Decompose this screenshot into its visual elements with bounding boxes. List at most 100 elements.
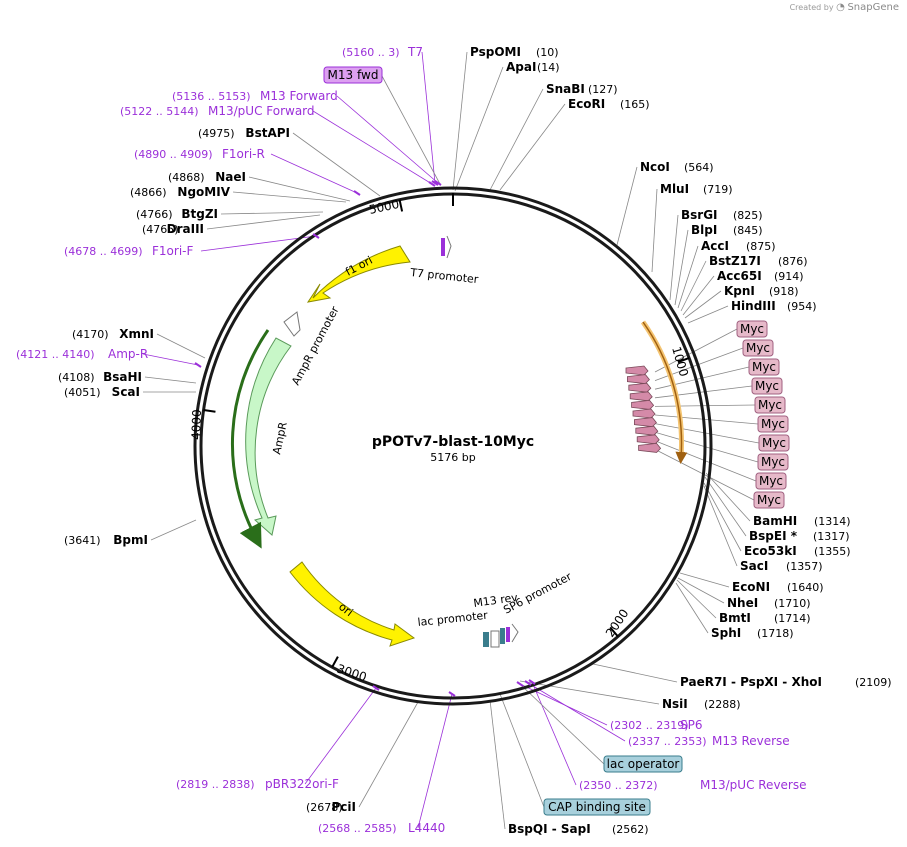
connector-draiii <box>206 214 321 230</box>
site-name-draiii[interactable]: DraIII <box>167 222 204 236</box>
site-name-hindiii[interactable]: HindIII <box>731 299 776 313</box>
site-pos-bsahi: (4108) <box>58 371 95 384</box>
site-name-xmni[interactable]: XmnI <box>119 327 154 341</box>
site-pos-blpi: (845) <box>733 224 763 237</box>
site-name-blpi[interactable]: BlpI <box>691 223 717 237</box>
site-name-btgzi[interactable]: BtgZI <box>181 207 218 221</box>
connector-blpi <box>674 229 689 306</box>
primer-name-l4440[interactable]: L4440 <box>408 821 445 835</box>
boxed-cap-site[interactable]: CAP binding site <box>548 800 646 814</box>
primer-name-m13-puc-reverse[interactable]: M13/pUC Reverse <box>700 778 807 792</box>
site-name-naei[interactable]: NaeI <box>215 170 246 184</box>
site-name-bspei-[interactable]: BspEI * <box>749 529 798 543</box>
site-name-kpni[interactable]: KpnI <box>724 284 755 298</box>
myc-arrow-2[interactable] <box>627 374 650 385</box>
site-name-econi[interactable]: EcoNI <box>732 580 770 594</box>
site-name-bpmi[interactable]: BpmI <box>113 533 148 547</box>
feature-ori[interactable] <box>289 561 416 647</box>
primer-name-f1ori-r[interactable]: F1ori-R <box>222 147 265 161</box>
primer-name-pbr322ori-f[interactable]: pBR322ori-F <box>265 777 339 791</box>
myc-arrow-7[interactable] <box>634 417 657 428</box>
site-name-apai[interactable]: ApaI <box>506 60 536 74</box>
primer-name-sp6[interactable]: SP6 <box>680 718 703 732</box>
feature-m13-rev-mark[interactable] <box>506 627 510 642</box>
site-pos-naei: (4868) <box>168 171 205 184</box>
site-name-pspomi[interactable]: PspOMI <box>470 45 521 59</box>
feature-ampr-promoter[interactable] <box>283 311 301 337</box>
boxed-lac-operator[interactable]: lac operator <box>607 757 680 771</box>
primer-name-amp-r[interactable]: Amp-R <box>108 347 148 361</box>
snapgene-logo-icon: ◔ <box>836 2 845 13</box>
myc-arrow-10[interactable] <box>638 442 662 453</box>
tick-mark-4000 <box>203 409 216 413</box>
primer-mark-sp6 <box>516 681 524 687</box>
connector-bsrgi <box>669 214 679 301</box>
myc-arrow-5[interactable] <box>631 399 655 410</box>
site-pos-mlui: (719) <box>703 183 733 196</box>
myc-arrow-6[interactable] <box>632 408 656 419</box>
site-name-sphi[interactable]: SphI <box>711 626 741 640</box>
myc-tag-4[interactable]: Myc <box>755 379 779 393</box>
myc-tag-5[interactable]: Myc <box>758 398 782 412</box>
site-pos-bpmi: (3641) <box>64 534 101 547</box>
site-name-scai[interactable]: ScaI <box>112 385 140 399</box>
primer-name-m13-reverse[interactable]: M13 Reverse <box>712 734 790 748</box>
site-name-bsrgi[interactable]: BsrGI <box>681 208 718 222</box>
myc-arrow-8[interactable] <box>635 425 659 436</box>
myc-arrow-9[interactable] <box>636 434 660 445</box>
connector-bamhi <box>705 472 751 522</box>
site-name-ngomiv[interactable]: NgoMIV <box>177 185 230 199</box>
feature-sp6-promoter[interactable] <box>511 623 519 643</box>
myc-arrow-1[interactable] <box>625 365 649 376</box>
myc-tag-8[interactable]: Myc <box>761 455 785 469</box>
myc-tag-10[interactable]: Myc <box>757 493 781 507</box>
site-name-nhei[interactable]: NheI <box>727 596 758 610</box>
site-name-nsii[interactable]: NsiI <box>662 697 688 711</box>
site-name-bstz17i[interactable]: BstZ17I <box>709 254 761 268</box>
site-name-bstapi[interactable]: BstAPI <box>245 126 290 140</box>
site-name-paer7i-pspxi-xhoi[interactable]: PaeR7I - PspXI - XhoI <box>680 675 822 689</box>
site-name-pcii[interactable]: PciI <box>332 800 357 814</box>
primer-name-f1ori-f[interactable]: F1ori-F <box>152 244 193 258</box>
myc-arrow-3[interactable] <box>628 382 652 393</box>
myc-tag-7[interactable]: Myc <box>762 436 786 450</box>
feature-ampr[interactable] <box>245 337 292 536</box>
boxed-lac-operator-box <box>603 755 683 773</box>
site-name-bamhi[interactable]: BamHI <box>753 514 797 528</box>
feature-t7-promoter-mark[interactable] <box>441 238 445 256</box>
boxed-m13-fwd[interactable]: M13 fwd <box>328 68 379 82</box>
myc-tag-9-box <box>755 472 787 490</box>
site-name-bsahi[interactable]: BsaHI <box>103 370 142 384</box>
myc-tag-2[interactable]: Myc <box>746 341 770 355</box>
feature-f1-ori[interactable] <box>306 245 411 303</box>
site-name-bmti[interactable]: BmtI <box>719 611 751 625</box>
site-name-acc65i[interactable]: Acc65I <box>717 269 762 283</box>
site-name-saci[interactable]: SacI <box>740 559 768 573</box>
myc-tag-1[interactable]: Myc <box>740 322 764 336</box>
feature-t7-promoter[interactable] <box>446 235 452 259</box>
myc-tag-6[interactable]: Myc <box>761 417 785 431</box>
feature-cap-site-mark[interactable] <box>490 630 500 648</box>
feature-lac-promoter-mark[interactable] <box>500 628 505 644</box>
connector-lac-operator <box>521 685 605 765</box>
primer-name-m13-forward[interactable]: M13 Forward <box>260 89 338 103</box>
backbone-outer-ring <box>193 186 713 706</box>
site-name-snabi[interactable]: SnaBI <box>546 82 585 96</box>
label-f1-ori: f1 ori <box>343 254 374 279</box>
primer-connector-l4440 <box>417 693 453 829</box>
site-name-ncoi[interactable]: NcoI <box>640 160 670 174</box>
site-pos-ngomiv: (4866) <box>130 186 167 199</box>
primer-name-m13-puc-forward[interactable]: M13/pUC Forward <box>208 104 315 118</box>
primer-name-t7[interactable]: T7 <box>407 45 423 59</box>
site-name-eco53ki[interactable]: Eco53kI <box>744 544 797 558</box>
site-name-ecori[interactable]: EcoRI <box>568 97 605 111</box>
myc-arrow-4[interactable] <box>629 391 653 402</box>
site-name-bspqi-sapi[interactable]: BspQI - SapI <box>508 822 591 836</box>
feature-lac-operator-mark[interactable] <box>483 632 489 647</box>
myc-tag-9[interactable]: Myc <box>759 474 783 488</box>
site-name-mlui[interactable]: MluI <box>660 182 689 196</box>
site-name-acci[interactable]: AccI <box>701 239 729 253</box>
connector-mlui <box>651 188 658 273</box>
primer-range-l4440: (2568 .. 2585) <box>318 822 397 835</box>
myc-tag-3[interactable]: Myc <box>752 360 776 374</box>
